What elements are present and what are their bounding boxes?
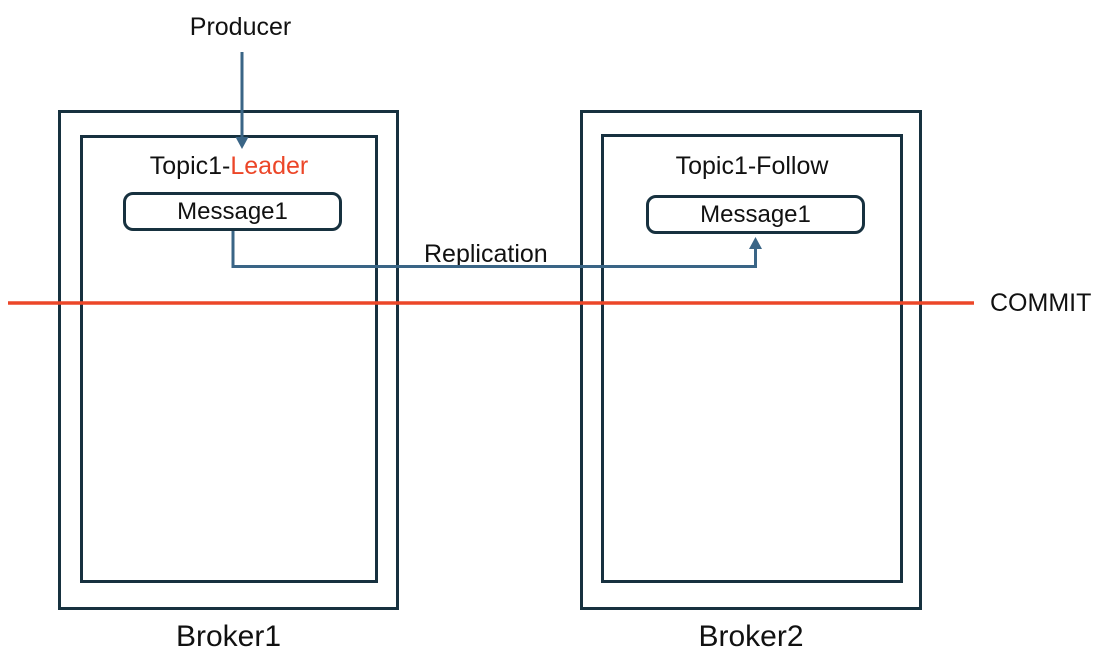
broker1-message-box: Message1 — [123, 192, 342, 231]
topic1-leader-prefix: Topic1- — [149, 152, 231, 180]
topic1-follow-label: Topic1-Follow — [675, 152, 829, 180]
broker2-message-box: Message1 — [646, 195, 865, 234]
topic1-leader-label: Topic1-Leader — [80, 152, 378, 181]
broker1-outer-box — [58, 110, 399, 610]
broker1-message-label: Message1 — [177, 197, 288, 225]
topic1-leader-highlight: Leader — [230, 152, 309, 180]
producer-label: Producer — [189, 13, 292, 41]
broker2-outer-box — [580, 110, 922, 610]
broker1-label: Broker1 — [175, 620, 282, 653]
broker1-partition-box — [80, 135, 378, 583]
broker2-message-label: Message1 — [700, 200, 811, 228]
broker2-label: Broker2 — [698, 620, 804, 653]
replication-label: Replication — [424, 240, 548, 268]
broker2-partition-box — [601, 134, 903, 583]
commit-label: COMMIT — [990, 289, 1092, 317]
